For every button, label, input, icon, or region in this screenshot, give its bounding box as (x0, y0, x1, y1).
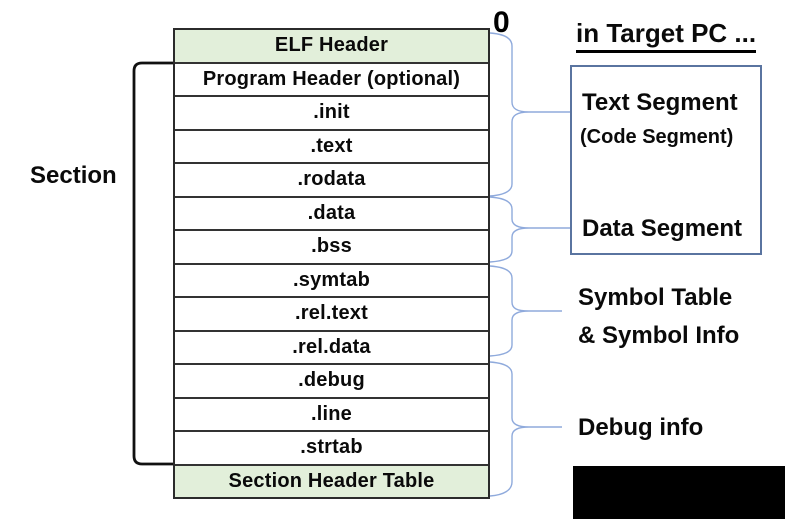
table-row-data: .data (175, 198, 488, 231)
brace-text-segment (489, 32, 530, 197)
target-pc-heading: in Target PC ... (576, 18, 757, 53)
table-row-rel-data: .rel.data (175, 332, 488, 365)
segment-box: Text Segment (Code Segment) Data Segment (570, 65, 762, 255)
redacted-block (573, 466, 785, 519)
section-label: Section (30, 162, 117, 189)
debug-info-label: Debug info (578, 414, 704, 441)
table-row-symtab: .symtab (175, 265, 488, 298)
table-row-text: .text (175, 131, 488, 164)
table-row-section-header-table: Section Header Table (175, 465, 488, 497)
symbol-info-label: & Symbol Info (578, 322, 740, 349)
table-row-bss: .bss (175, 231, 488, 265)
elf-file-table: ELF Header Program Header (optional) .in… (173, 28, 490, 499)
table-row-rel-text: .rel.text (175, 298, 488, 332)
table-row-debug: .debug (175, 365, 488, 399)
table-row-init: .init (175, 97, 488, 131)
brace-data-segment (489, 196, 530, 263)
text-segment-label: Text Segment (582, 89, 738, 116)
code-segment-label: (Code Segment) (580, 126, 734, 148)
section-bracket (132, 61, 176, 466)
table-row-elf-header: ELF Header (175, 30, 488, 64)
table-row-program-header: Program Header (optional) (175, 64, 488, 97)
table-row-line: .line (175, 399, 488, 432)
offset-zero-label: 0 (493, 6, 510, 39)
symbol-table-label: Symbol Table (578, 284, 733, 311)
brace-symbol-table (489, 265, 530, 357)
data-segment-label: Data Segment (582, 215, 743, 242)
table-row-strtab: .strtab (175, 432, 488, 466)
brace-debug-info (489, 361, 530, 497)
table-row-rodata: .rodata (175, 164, 488, 198)
